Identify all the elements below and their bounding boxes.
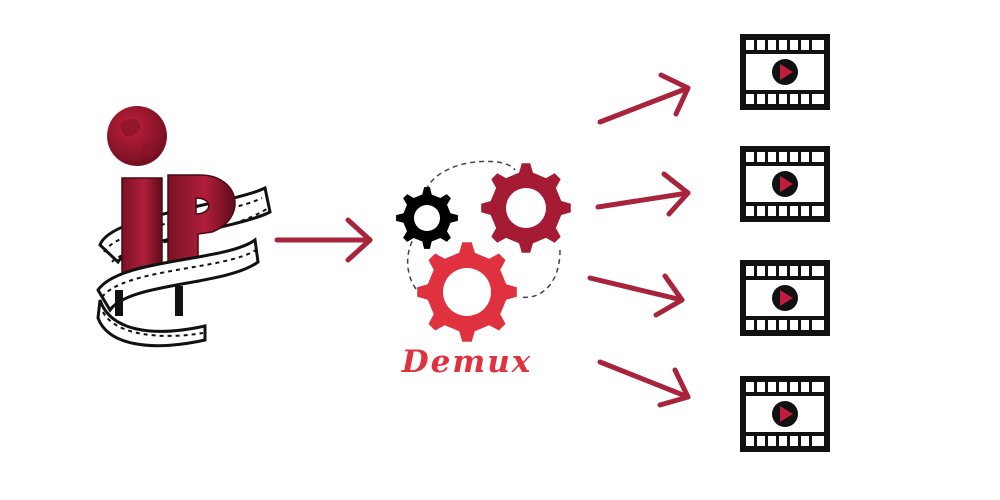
output-arrow-1 (600, 75, 688, 122)
ip-source-logo (98, 106, 270, 346)
demux-label: Demux (401, 344, 532, 380)
output-arrows (590, 75, 688, 405)
output-arrow-2 (598, 174, 688, 214)
small-black-gear-icon (396, 187, 458, 249)
medium-red-gear-icon (481, 163, 571, 253)
video-file-icon (743, 149, 827, 219)
demux-gears (396, 161, 571, 342)
globe-icon (107, 106, 167, 166)
output-arrow-4 (600, 362, 688, 405)
video-outputs (743, 37, 827, 449)
video-file-icon (743, 379, 827, 449)
large-red-gear-icon (417, 242, 517, 342)
input-arrow (277, 220, 370, 260)
output-arrow-3 (590, 276, 682, 315)
video-file-icon (743, 37, 827, 107)
video-file-icon (743, 263, 827, 333)
